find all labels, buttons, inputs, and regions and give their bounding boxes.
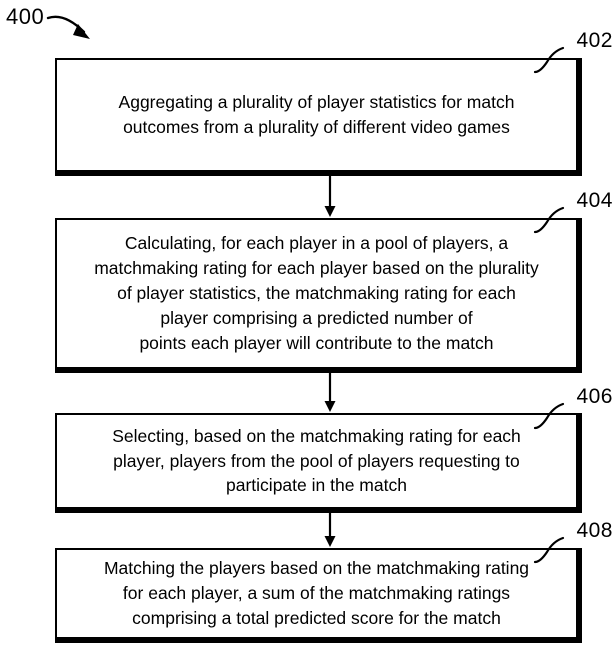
figure-number-label: 400	[6, 4, 45, 29]
connector-arrow-402-404	[324, 176, 336, 217]
leader-line-icon	[533, 46, 565, 74]
reference-callout-408: 408	[533, 519, 613, 564]
connector-arrow-406-408	[324, 513, 336, 547]
reference-callout-402: 402	[533, 29, 613, 74]
process-step-408-text: Matching the players based on the matchm…	[103, 558, 530, 628]
reference-number-406: 406	[576, 385, 613, 408]
process-step-404-text: Calculating, for each player in a pool o…	[94, 233, 539, 353]
leader-line-icon	[533, 206, 565, 234]
reference-callout-406: 406	[533, 385, 613, 430]
connector-arrow-404-406	[324, 373, 336, 412]
reference-callout-404: 404	[533, 189, 613, 234]
reference-number-408: 408	[576, 519, 613, 542]
process-step-406-text: Selecting, based on the matchmaking rati…	[112, 425, 521, 496]
leader-line-icon	[533, 402, 565, 430]
process-step-404: Calculating, for each player in a pool o…	[55, 218, 582, 373]
leader-line-icon	[533, 536, 565, 564]
process-step-402-text: Aggregating a plurality of player statis…	[118, 92, 515, 137]
process-step-406: Selecting, based on the matchmaking rati…	[55, 413, 582, 513]
process-step-408: Matching the players based on the matchm…	[55, 548, 582, 643]
curved-arrow-icon	[46, 15, 90, 39]
reference-number-404: 404	[576, 189, 613, 212]
reference-number-402: 402	[576, 29, 613, 52]
process-step-402: Aggregating a plurality of player statis…	[55, 58, 582, 176]
